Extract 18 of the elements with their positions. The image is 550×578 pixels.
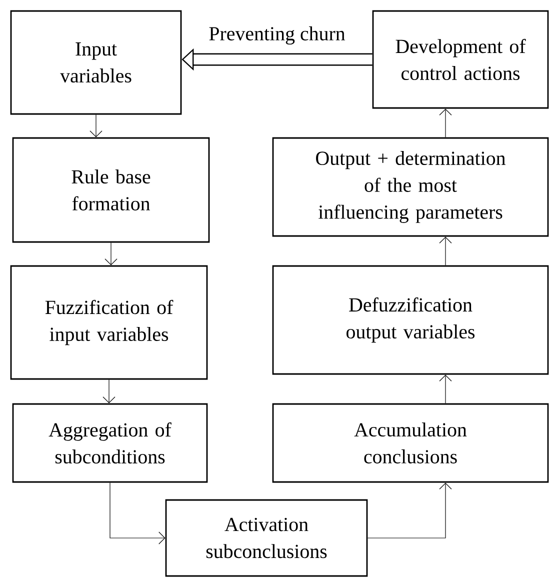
arrow bbox=[439, 108, 452, 138]
arrow bbox=[367, 482, 452, 538]
process-box: Fuzzification of input variables bbox=[10, 265, 208, 380]
arrow bbox=[439, 374, 452, 404]
process-box: Defuzzification output variables bbox=[272, 265, 549, 375]
process-box: Rule base formation bbox=[12, 137, 210, 243]
process-box: Development of control actions bbox=[372, 10, 549, 109]
process-box: Input variables bbox=[10, 10, 182, 115]
arrow bbox=[90, 114, 102, 138]
arrow bbox=[110, 482, 166, 544]
process-box: Aggregation of subconditions bbox=[12, 403, 208, 483]
arrow bbox=[102, 379, 116, 404]
arrow bbox=[104, 242, 118, 266]
process-box: Activation subconclusions bbox=[165, 499, 368, 577]
arrow bbox=[439, 236, 452, 266]
process-box: Accumulation conclusions bbox=[272, 403, 549, 483]
edge-label: Preventing churn bbox=[209, 26, 346, 45]
process-box: Output + determination of the most influencing parameters bbox=[272, 137, 549, 237]
